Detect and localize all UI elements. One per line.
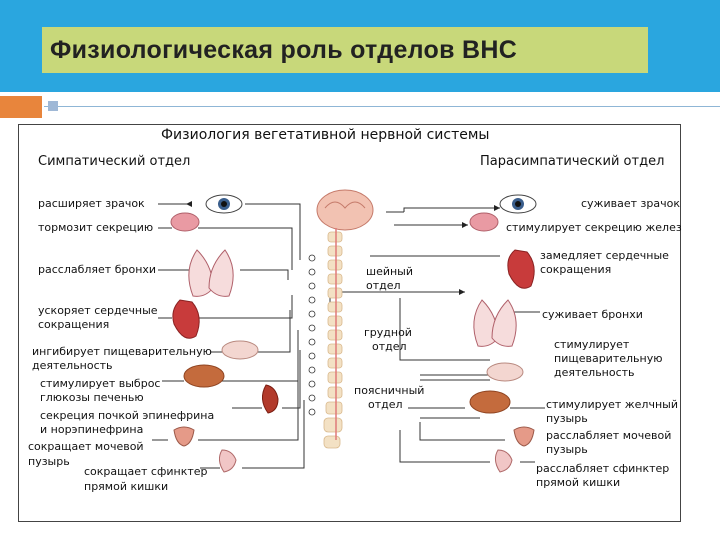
slide-title: Физиологическая роль отделов ВНС xyxy=(50,35,518,64)
symp-effect-4: ускоряет сердечные xyxy=(38,304,158,317)
para-effect-7: расслабляет мочевой xyxy=(546,429,672,442)
symp-effect-1: расширяет зрачок xyxy=(38,197,145,210)
spine-lumbar: поясничный xyxy=(354,384,425,397)
accent-square xyxy=(0,96,42,118)
spine-cervical-2: отдел xyxy=(366,279,401,292)
spine-thoracic: грудной xyxy=(364,326,412,339)
symp-effect-6b: глюкозы печенью xyxy=(40,391,144,404)
symp-effect-8b: пузырь xyxy=(28,455,70,468)
spine-lumbar-2: отдел xyxy=(368,398,403,411)
para-effect-5: стимулирует xyxy=(554,338,630,351)
symp-effect-7b: и норэпинефрина xyxy=(40,423,144,436)
symp-effect-7: секреция почкой эпинефрина xyxy=(40,409,215,422)
spine-thoracic-2: отдел xyxy=(372,340,407,353)
spine-cervical: шейный xyxy=(366,265,414,278)
accent-small-square xyxy=(48,101,58,111)
diagram-title: Физиология вегетативной нервной системы xyxy=(161,127,490,143)
para-effect-5c: деятельность xyxy=(554,366,635,379)
symp-effect-8: сокращает мочевой xyxy=(28,440,144,453)
symp-effect-9b: прямой кишки xyxy=(84,480,169,493)
para-effect-4: суживает бронхи xyxy=(542,308,643,321)
symp-effect-6: стимулирует выброс xyxy=(40,377,161,390)
slide-title-box: Физиологическая роль отделов ВНС xyxy=(42,27,648,73)
symp-effect-5b: деятельность xyxy=(32,359,113,372)
para-effect-5b: пищеварительную xyxy=(554,352,663,365)
symp-effect-2: тормозит секрецию xyxy=(38,221,154,234)
para-effect-6b: пузырь xyxy=(546,412,588,425)
para-effect-3b: сокращения xyxy=(540,263,612,276)
para-effect-8b: прямой кишки xyxy=(536,476,621,489)
sympathetic-header: Симпатический отдел xyxy=(38,154,191,169)
para-effect-7b: пузырь xyxy=(546,443,588,456)
symp-effect-5: ингибирует пищеварительную xyxy=(32,345,212,358)
para-effect-6: стимулирует желчный xyxy=(546,398,678,411)
para-effect-8: расслабляет сфинктер xyxy=(536,462,670,475)
symp-effect-4b: сокращения xyxy=(38,318,110,331)
parasympathetic-header: Парасимпатический отдел xyxy=(480,154,665,169)
para-effect-3: замедляет сердечные xyxy=(540,249,669,262)
para-effect-2: стимулирует секрецию желез xyxy=(506,221,682,234)
symp-effect-3: расслабляет бронхи xyxy=(38,263,157,276)
symp-effect-9: сокращает сфинктер xyxy=(84,465,208,478)
divider-line xyxy=(44,106,720,107)
para-effect-1: суживает зрачок xyxy=(581,197,680,210)
